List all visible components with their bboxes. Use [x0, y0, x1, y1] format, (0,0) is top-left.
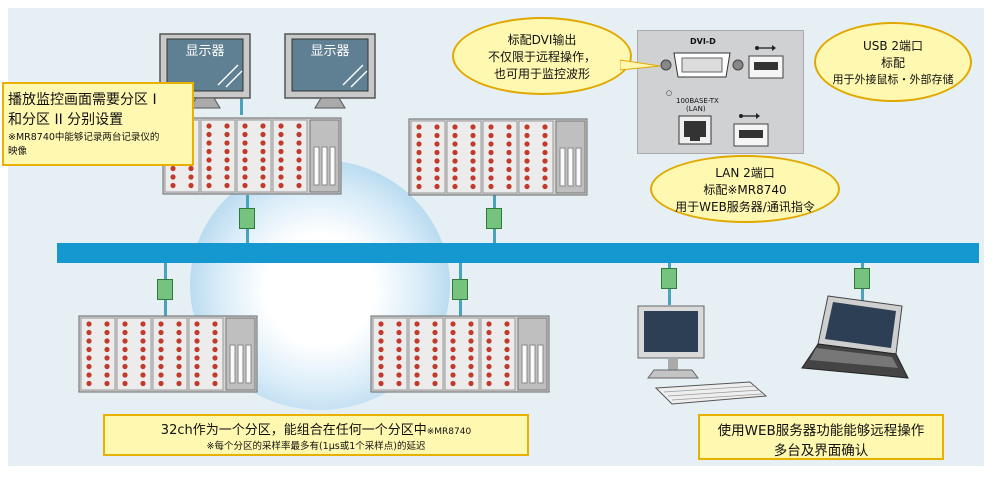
- network-bus: [57, 243, 979, 263]
- playback-note-footnote1: ※MR8740中能够记录两台记录仪的: [8, 132, 160, 143]
- hub-bottom-right: [452, 279, 468, 300]
- monitor-link-1: [240, 95, 243, 115]
- hub-top-right: [486, 208, 502, 229]
- web-note-line2: 多台及界面确认: [773, 443, 869, 459]
- monitor-2-label: 显示器: [310, 44, 350, 59]
- hub-top-left: [239, 208, 255, 229]
- recorder-unit-graphic: [370, 315, 550, 393]
- lan-callout-line3: 用于WEB服务器/通讯指令: [675, 199, 815, 214]
- laptop-pc: [801, 295, 909, 379]
- playback-note-footnote2: 映像: [8, 146, 28, 157]
- dvi-callout-pointer: [620, 59, 660, 71]
- recorder-unit-graphic: [408, 118, 588, 196]
- usb-callout: USB 2端口 标配 用于外接鼠标・外部存储: [814, 22, 972, 102]
- dvi-callout-line1: 标配DVI输出: [507, 32, 577, 47]
- web-note-line1: 使用WEB服务器功能能够远程操作: [717, 423, 925, 439]
- dvi-port-icon: [660, 52, 744, 78]
- dvi-port-label: DVI-D: [690, 37, 716, 46]
- hub-bottom-left: [157, 279, 173, 300]
- group-note-line1-text: 32ch作为一个分区，能组合在任何一个分区中: [160, 423, 427, 438]
- lan-led-label: ○: [666, 89, 673, 97]
- recorder-rack-bottom-left: [78, 315, 258, 397]
- lan-callout-line1: LAN 2端口: [715, 165, 775, 180]
- usb-callout-line2: 标配: [880, 56, 905, 70]
- usb-symbol-icon-2: [739, 113, 760, 119]
- usb-callout-line1: USB 2端口: [862, 39, 924, 53]
- playback-note-line2: 和分区 II 分别设置: [8, 112, 124, 128]
- recorder-unit-graphic: [78, 315, 258, 393]
- lan-port-label: 100BASE-TX: [676, 97, 719, 105]
- dvi-callout-line2: 不仅限于远程操作，: [487, 49, 596, 64]
- monitor-2: [284, 33, 376, 109]
- playback-note: 播放监控画面需要分区 I 和分区 II 分别设置 ※MR8740中能够记录两台记…: [2, 82, 194, 166]
- usb-port-icon-1: [748, 55, 784, 79]
- hardware-port-panel: DVI-D ○ 100BASE-TX (LAN): [637, 30, 804, 154]
- playback-note-line1: 播放监控画面需要分区 I: [8, 92, 157, 108]
- group-note: 32ch作为一个分区，能组合在任何一个分区中※MR8740 ※每个分区的采样率最…: [103, 414, 529, 456]
- group-note-line1-mark: ※MR8740: [426, 427, 472, 437]
- web-note: 使用WEB服务器功能能够远程操作 多台及界面确认: [698, 414, 944, 460]
- monitor-1-label: 显示器: [185, 44, 225, 59]
- desktop-pc: [637, 305, 768, 405]
- lan-callout-line2: 标配※MR8740: [703, 182, 787, 197]
- group-note-line2: ※每个分区的采样率最多有(1μs或1个采样点)的延迟: [206, 441, 426, 452]
- hub-laptop: [854, 268, 870, 289]
- lan-port-sublabel: (LAN): [686, 105, 706, 113]
- dvi-callout-line3: 也可用于监控波形: [493, 66, 590, 81]
- lan-port-icon: [678, 115, 712, 145]
- usb-symbol-icon-1: [755, 45, 776, 51]
- usb-callout-line3: 用于外接鼠标・外部存储: [832, 73, 954, 86]
- group-note-line1: 32ch作为一个分区，能组合在任何一个分区中※MR8740: [111, 419, 521, 438]
- dvi-callout: 标配DVI输出 不仅限于远程操作， 也可用于监控波形: [452, 17, 632, 95]
- usb-port-icon-2: [733, 123, 769, 147]
- lan-callout: LAN 2端口 标配※MR8740 用于WEB服务器/通讯指令: [650, 155, 840, 223]
- hub-desktop: [661, 268, 677, 289]
- recorder-rack-top-right: [408, 118, 588, 200]
- recorder-rack-bottom-right: [370, 315, 550, 397]
